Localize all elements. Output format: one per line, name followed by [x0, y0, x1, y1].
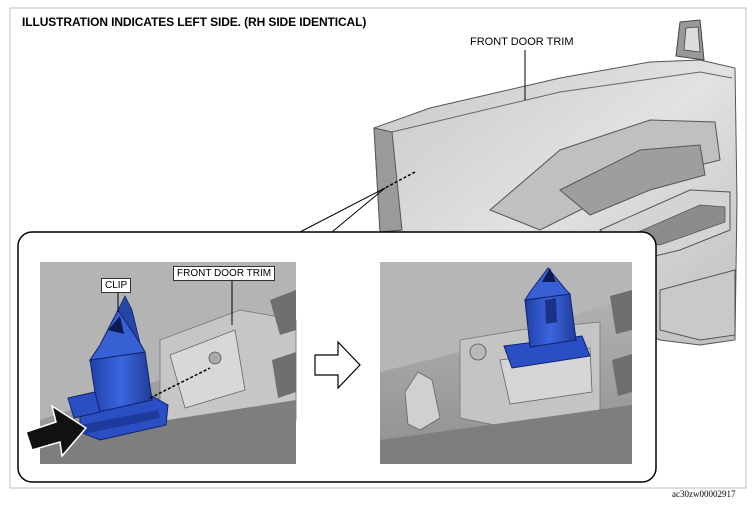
clip-after — [503, 267, 591, 369]
front-door-trim-label-main: FRONT DOOR TRIM — [470, 36, 574, 48]
clip-label: CLIP — [101, 278, 132, 293]
illustration-code: ac30zw00002917 — [672, 489, 736, 499]
detail-after-panel — [380, 262, 632, 464]
transition-arrow-icon — [314, 340, 361, 390]
front-door-trim-label-detail: FRONT DOOR TRIM — [173, 266, 276, 281]
push-arrow-icon — [25, 404, 88, 458]
clip-before — [67, 290, 211, 441]
header-note: ILLUSTRATION INDICATES LEFT SIDE. (RH SI… — [22, 15, 367, 29]
